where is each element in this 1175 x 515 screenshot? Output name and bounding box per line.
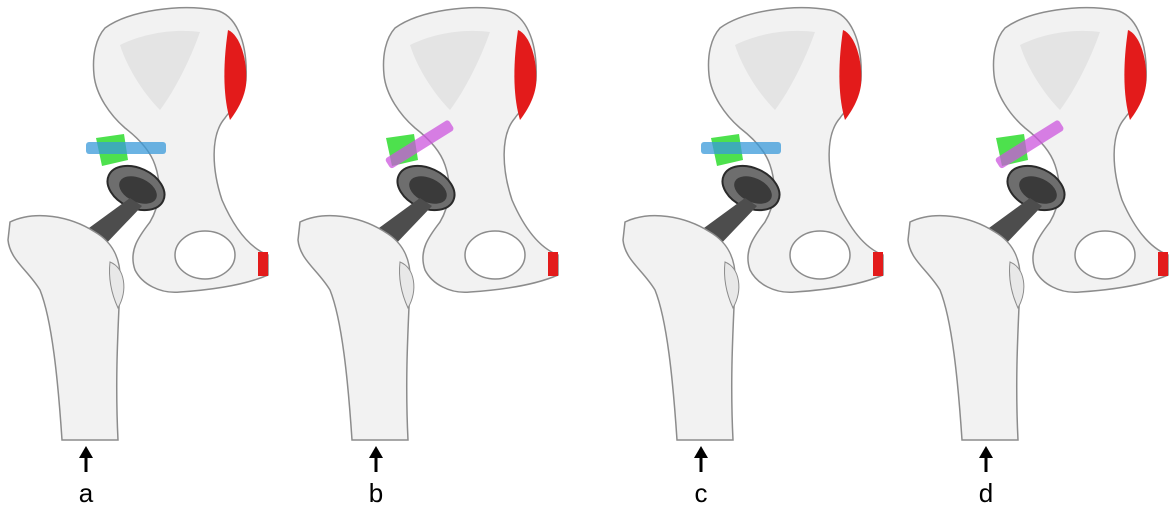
pubic-fixation-region [1158,252,1168,276]
load-arrow-head [79,446,93,458]
femur [908,216,1020,440]
hip-model-c [615,0,905,515]
obturator-foramen [175,231,235,279]
panel-label: d [966,478,1006,509]
panel-a: a [0,0,290,515]
femur [8,216,120,440]
panel-label: b [356,478,396,509]
hip-model-d [900,0,1175,515]
pubic-fixation-region [873,252,883,276]
panel-c: c [615,0,905,515]
screw [86,142,166,154]
hip-model-a [0,0,290,515]
hip-model-b [290,0,580,515]
load-arrow-head [369,446,383,458]
load-arrow-head [979,446,993,458]
femur [298,216,410,440]
obturator-foramen [465,231,525,279]
obturator-foramen [1075,231,1135,279]
panel-label: c [681,478,721,509]
panel-d: d [900,0,1175,515]
panel-label: a [66,478,106,509]
obturator-foramen [790,231,850,279]
femur [623,216,735,440]
pubic-fixation-region [258,252,268,276]
pubic-fixation-region [548,252,558,276]
panel-b: b [290,0,580,515]
screw [701,142,781,154]
load-arrow-head [694,446,708,458]
